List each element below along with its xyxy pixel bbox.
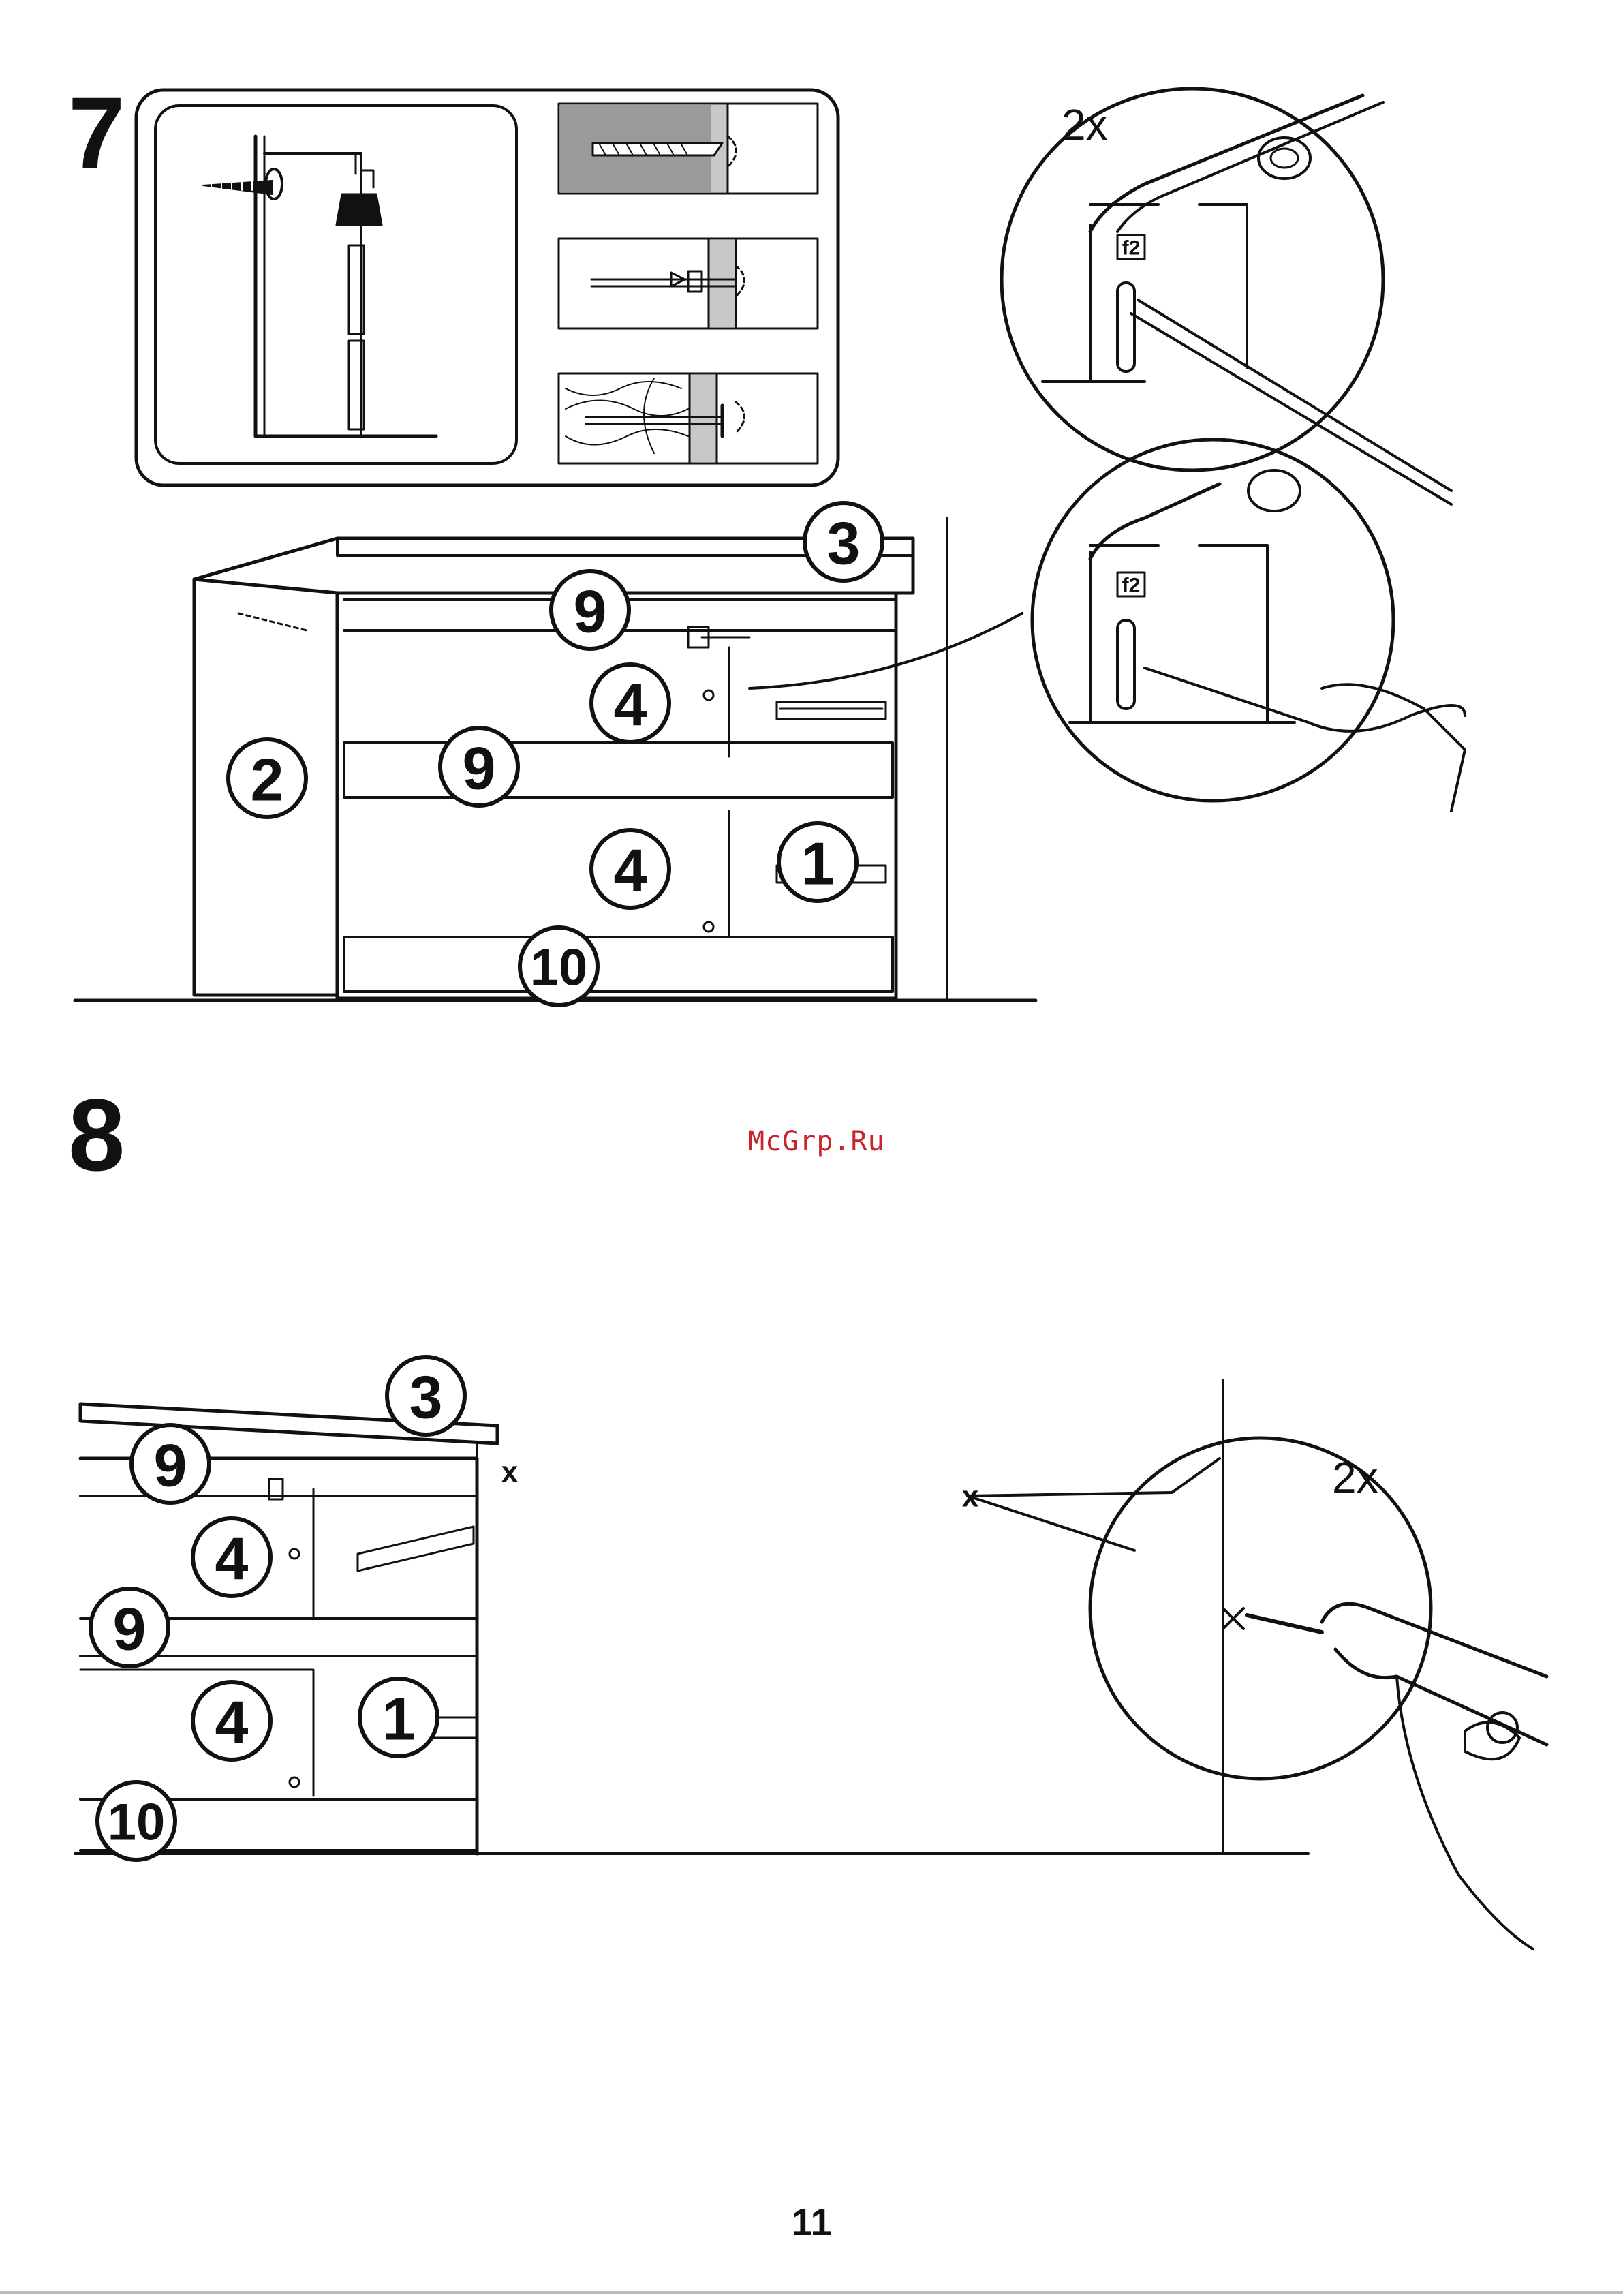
step8-callout-3: 3 xyxy=(409,1364,443,1431)
step8-dresser xyxy=(75,1380,1308,1854)
step7-detail-2 xyxy=(1032,440,1465,811)
step8-mark-right: x xyxy=(962,1480,979,1514)
step7-callout-10: 10 xyxy=(530,939,588,997)
step8-mark-left: x xyxy=(501,1456,519,1489)
step7-callout-2: 2 xyxy=(251,746,284,814)
step7-tag-f2-a: f2 xyxy=(1122,237,1141,260)
step8-callout-4-bottom: 4 xyxy=(215,1689,249,1756)
step8-callout-1: 1 xyxy=(382,1685,416,1753)
step8-callout-4-top: 4 xyxy=(215,1525,249,1593)
step7-callout-9-top: 9 xyxy=(574,578,607,645)
step8-callout-9-mid: 9 xyxy=(113,1595,146,1663)
step7-detail-1 xyxy=(1002,89,1451,504)
step7-callout-4-bottom: 4 xyxy=(614,837,647,904)
step7-callout-3: 3 xyxy=(827,510,861,577)
step8-drill-detail xyxy=(1090,1438,1547,1949)
step7-multiplier: 2x xyxy=(1062,100,1108,149)
step7-tag-f2-b: f2 xyxy=(1122,575,1141,597)
step7-callouts xyxy=(228,503,882,1005)
step7-callout-9-mid: 9 xyxy=(463,735,496,802)
step7-inset-panel xyxy=(136,90,838,485)
step8-callout-9-top: 9 xyxy=(154,1432,187,1499)
step7-callout-1: 1 xyxy=(801,830,835,898)
step8-callout-10: 10 xyxy=(108,1794,166,1852)
step8-multiplier: 2x xyxy=(1332,1453,1378,1502)
step7-callout-4-top: 4 xyxy=(614,671,647,739)
